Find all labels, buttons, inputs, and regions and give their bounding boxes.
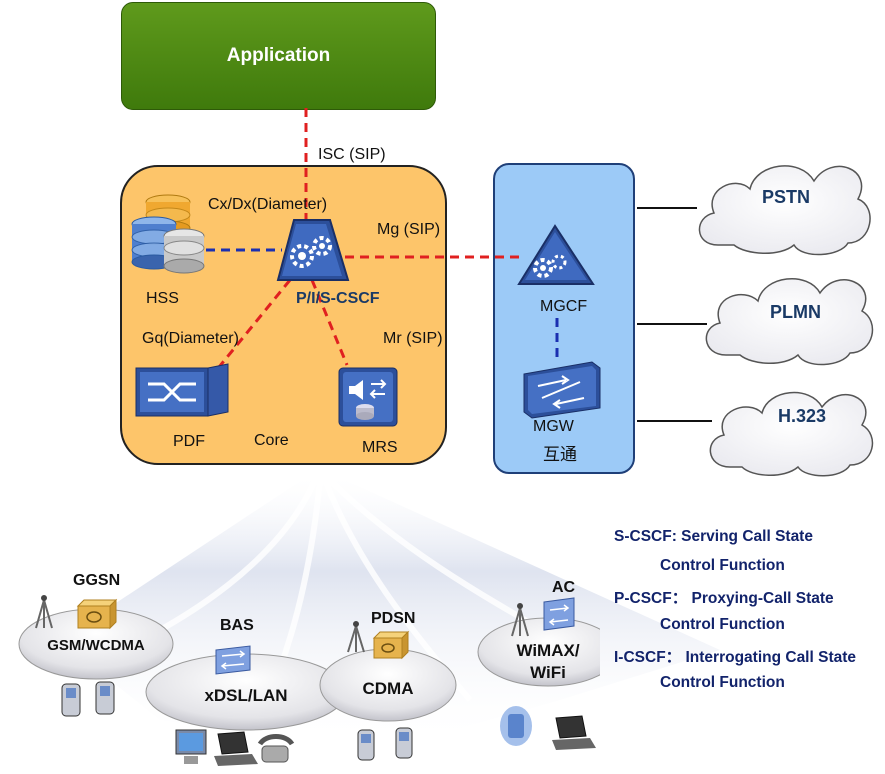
laptop-icon bbox=[214, 731, 258, 766]
icscf-definition: I-CSCF： Interrogating Call State bbox=[614, 645, 856, 667]
hss-label: HSS bbox=[146, 290, 179, 307]
mgw-gateway-icon bbox=[523, 361, 601, 419]
scscf-line1: Serving Call State bbox=[681, 528, 813, 545]
ac-switch-icon bbox=[543, 597, 575, 631]
xdsl-label: xDSL/LAN bbox=[204, 686, 288, 705]
pdf-label: PDF bbox=[173, 433, 205, 450]
desktop-computer-icon bbox=[175, 729, 207, 764]
cscf-gear-icon bbox=[276, 219, 350, 281]
antenna-tower-icon bbox=[347, 621, 365, 653]
cdma-label: CDMA bbox=[362, 679, 414, 698]
telephone-icon bbox=[257, 734, 295, 763]
mgw-label: MGW bbox=[533, 418, 574, 435]
pda-device-icon bbox=[500, 706, 532, 746]
access-devices bbox=[35, 595, 596, 766]
h323-cloud bbox=[709, 391, 874, 477]
pcscf-definition: P-CSCF： Proxying-Call State bbox=[614, 586, 834, 608]
mr-label: Mr (SIP) bbox=[383, 330, 443, 347]
interworking-label: 互通 bbox=[543, 445, 577, 464]
icscf-line1: Interrogating Call State bbox=[685, 649, 857, 666]
mobile-phone-icon bbox=[61, 681, 115, 717]
mgcf-gear-icon bbox=[517, 224, 595, 285]
gq-label: Gq(Diameter) bbox=[142, 330, 239, 347]
mg-label: Mg (SIP) bbox=[377, 221, 441, 238]
ggsn-router-icon bbox=[76, 598, 118, 630]
wimax-label: WiMAX/ WiFi bbox=[516, 641, 580, 682]
mobile-phone-icon bbox=[357, 727, 413, 761]
application-label: Application bbox=[226, 45, 331, 66]
icscf-line2: Control Function bbox=[660, 674, 785, 691]
pdsn-router-icon bbox=[372, 630, 410, 660]
h323-label: H.323 bbox=[778, 406, 827, 426]
plmn-cloud bbox=[705, 278, 874, 366]
mrs-label: MRS bbox=[362, 439, 398, 456]
database-icon bbox=[131, 194, 205, 274]
interworking-box bbox=[493, 163, 635, 474]
application-box: Application bbox=[121, 2, 436, 110]
scscf-line2: Control Function bbox=[660, 557, 785, 574]
isc-label: ISC (SIP) bbox=[318, 146, 386, 163]
mgcf-label: MGCF bbox=[540, 298, 588, 315]
pstn-cloud bbox=[698, 165, 871, 256]
antenna-tower-icon bbox=[35, 595, 53, 629]
laptop-icon bbox=[552, 715, 596, 750]
icscf-term: I-CSCF： bbox=[614, 649, 682, 666]
pcscf-term: P-CSCF： bbox=[614, 590, 688, 607]
plmn-label: PLMN bbox=[770, 302, 821, 322]
mrs-media-icon bbox=[338, 367, 398, 427]
bas-label: BAS bbox=[220, 617, 254, 634]
pstn-label: PSTN bbox=[762, 187, 811, 207]
mr-link bbox=[310, 279, 349, 366]
pdsn-label: PDSN bbox=[371, 610, 416, 627]
cloud-shapes bbox=[698, 165, 874, 477]
cx-label: Cx/Dx(Diameter) bbox=[208, 196, 328, 213]
gsm-label: GSM/WCDMA bbox=[47, 637, 145, 654]
ac-label: AC bbox=[552, 579, 576, 596]
pcscf-line2: Control Function bbox=[660, 616, 785, 633]
pcscf-line1: Proxying-Call State bbox=[691, 590, 834, 607]
scscf-definition: S-CSCF: Serving Call State bbox=[614, 528, 813, 546]
scscf-term: S-CSCF: bbox=[614, 528, 677, 545]
antenna-tower-icon bbox=[511, 603, 529, 637]
ggsn-label: GGSN bbox=[73, 572, 121, 589]
pdf-switch-icon bbox=[135, 363, 229, 417]
gq-link bbox=[213, 279, 292, 373]
core-label: Core bbox=[254, 432, 289, 449]
bas-switch-icon bbox=[215, 645, 251, 675]
cscf-label: P/I/S-CSCF bbox=[296, 290, 380, 307]
access-ovals bbox=[18, 608, 600, 731]
